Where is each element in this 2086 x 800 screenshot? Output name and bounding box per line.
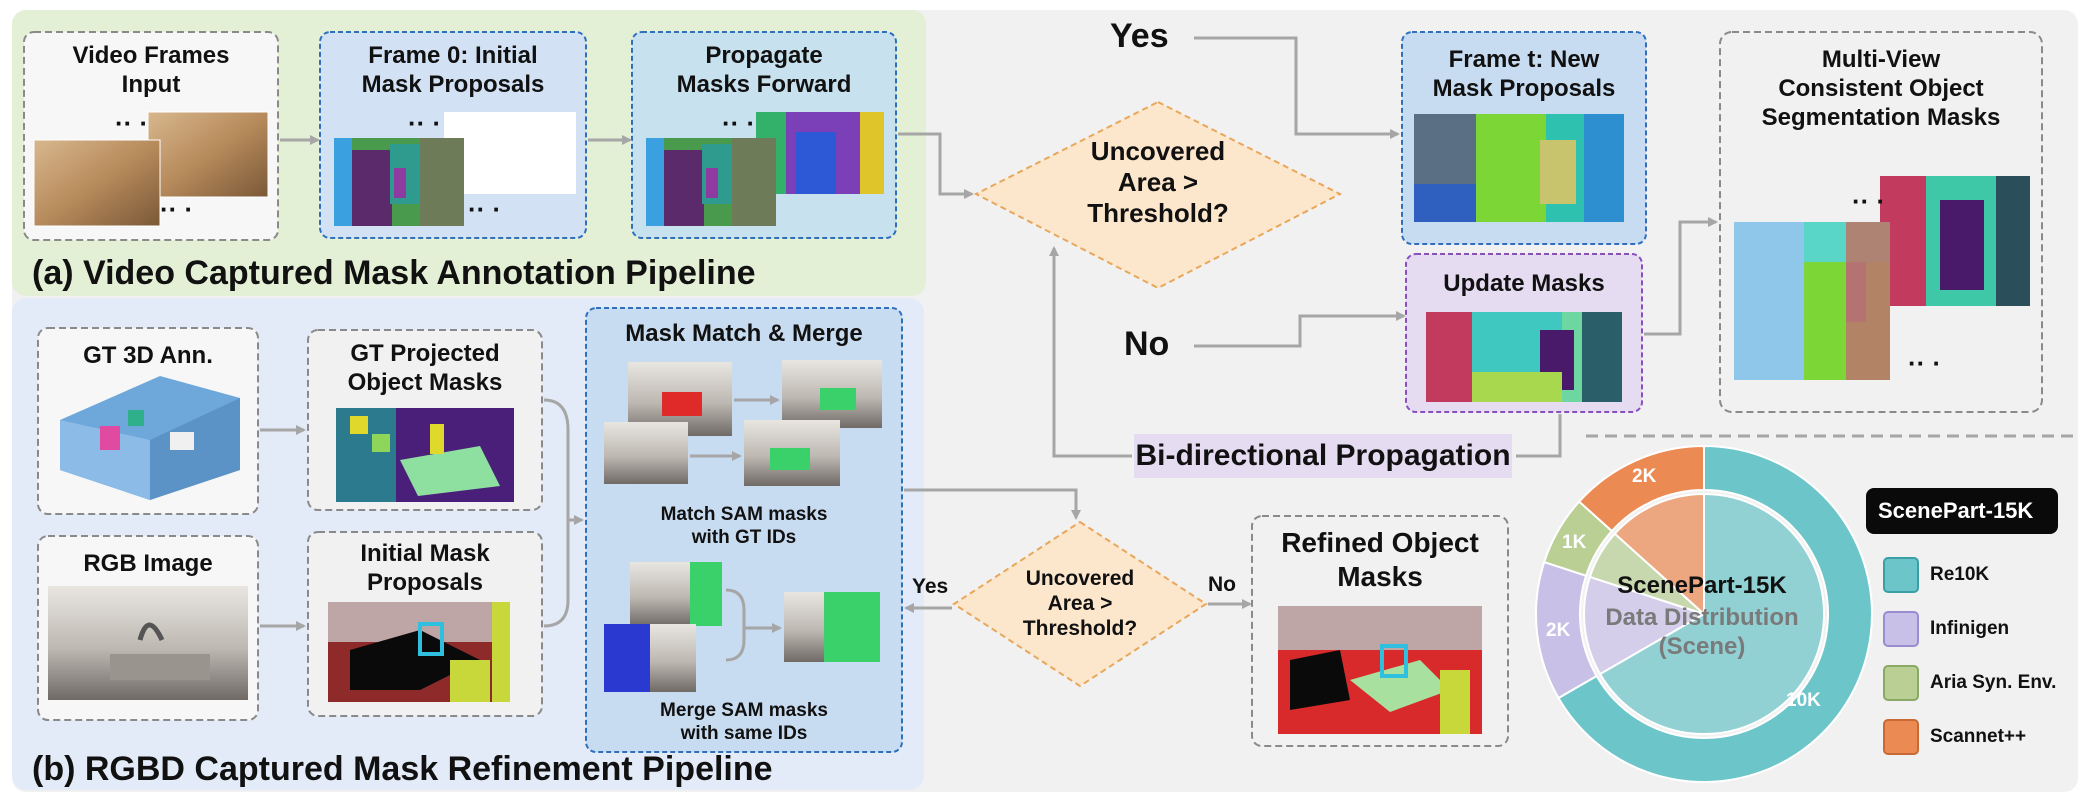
bottom-decision-no: No [1208,573,1236,596]
legend-swatch-aria [1883,665,1919,701]
donut-subtitle: Data Distribution (Scene) [1605,604,1799,660]
multiview-box: ·· · ·· · [1719,31,2043,413]
arrow-yes-to-frame-t [1194,36,1400,139]
video-frames-box: ·· · ·· · [23,31,279,241]
initial-proposals-label: Initial Mask Proposals [360,540,490,596]
gt3d-box [37,327,259,515]
bottom-decision-yes: Yes [912,575,949,598]
svg-text:·· ·: ·· · [722,108,755,138]
svg-text:·· ·: ·· · [1852,186,1885,216]
multiview-mask-thumbnail-back [1880,176,2030,306]
slice-label-aria: 1K [1562,532,1587,553]
match-thumbnails [604,360,882,486]
panel-b-title: (b) RGBD Captured Mask Refinement Pipeli… [32,750,773,788]
arrow-propagate-to-decision [898,132,974,199]
frame0-label: Frame 0: Initial Mask Proposals [361,42,545,98]
svg-text:·· ·: ·· · [115,108,148,138]
initial-proposals-box [307,531,543,717]
frame0-box: ·· · ·· · [319,31,587,239]
refined-label: Refined Object Masks [1281,527,1479,592]
video-frames-label: Video Frames Input [72,42,230,98]
donut-inner-slice-3 [1613,492,1705,617]
legend-swatch-infinigen [1883,611,1919,647]
rgb-image-box [37,535,259,721]
gt-projected-box [307,329,543,511]
legend-title: ScenePart-15K [1878,498,2034,523]
donut-title: ScenePart-15K [1617,572,1787,599]
frame-t-mask-thumbnail [1414,114,1624,222]
legend-title-background [1866,488,2058,534]
frame0-white-placeholder [444,112,576,194]
legend-swatch-scannet [1883,719,1919,755]
gt3d-label: GT 3D Ann. [83,342,213,369]
merge-thumbnails [604,562,880,692]
legend-label-aria: Aria Syn. Env. [1930,672,2057,693]
multiview-label: Multi-View Consistent Object Segmentatio… [1761,46,2001,131]
legend-label-infinigen: Infinigen [1930,618,2010,639]
merge-caption: Merge SAM masks with same IDs [660,700,828,744]
slice-label-scannet: 2K [1546,620,1571,641]
match-merge-title: Mask Match & Merge [625,320,863,347]
legend-label-scannet: Scannet++ [1930,726,2027,747]
legend-label-re10k: Re10K [1930,564,1990,585]
propagate-box: ·· · [631,31,897,239]
gt3d-room-thumbnail [60,376,240,500]
update-masks-label: Update Masks [1443,270,1605,297]
top-decision-diamond [973,100,1343,290]
distribution-donut-chart [1535,444,1873,783]
bottom-decision-label: Uncovered Area > Threshold? [1022,567,1138,641]
panel-a-title: (a) Video Captured Mask Annotation Pipel… [32,254,756,292]
frame-t-box [1401,31,1647,245]
update-masks-box [1405,253,1643,413]
svg-text:·· ·: ·· · [468,194,501,224]
propagate-mask-thumbnail-back [756,112,884,194]
svg-text:·· ·: ·· · [160,194,193,224]
donut-inner-slice-1 [1583,575,1707,676]
arrow-match-merge-to-bottom-decision [904,488,1081,520]
slice-label-re10k: 10K [1786,690,1821,711]
top-decision-yes: Yes [1110,17,1169,55]
gt-projected-thumbnail [336,408,514,502]
gt-projected-label: GT Projected Object Masks [347,340,503,396]
arrow-no-to-update [1194,311,1406,348]
propagate-mask-thumbnail-front [646,138,776,226]
propagate-label: Propagate Masks Forward [676,42,852,98]
refined-masks-thumbnail [1278,606,1482,734]
bracket-into-match-merge [543,398,570,628]
donut-outer-slice-0 [1557,444,1873,783]
update-masks-thumbnail [1426,312,1622,402]
donut-inner-slice-0 [1598,492,1826,735]
rgb-image-label: RGB Image [83,550,213,577]
svg-text:·· ·: ·· · [408,108,441,138]
multiview-mask-thumbnail-front [1734,222,1890,380]
match-merge-box [585,307,903,753]
initial-proposals-thumbnail [328,602,510,702]
refined-masks-box [1251,515,1509,747]
frame-t-label: Frame t: New Mask Proposals [1432,46,1616,102]
svg-text:·· ·: ·· · [1908,348,1941,378]
top-decision-no: No [1124,325,1170,363]
bidirectional-label: Bi-directional Propagation [1135,439,1511,472]
legend-swatch-re10k [1883,557,1919,593]
rgb-kitchen-thumbnail [48,586,248,700]
donut-outer-slice-3 [1577,444,1705,533]
frame0-mask-thumbnail [334,138,464,226]
top-decision-label: Uncovered Area > Threshold? [1087,136,1229,229]
video-frame-thumbnail-back [148,112,268,197]
arrow-update-to-multiview [1644,217,1718,336]
bidirectional-label-background [1134,434,1512,478]
arrow-bidirectional-loop [1054,248,1562,458]
slice-label-infinigen: 2K [1632,466,1657,487]
bottom-decision-diamond [952,520,1208,688]
video-frame-thumbnail-front [34,140,160,226]
match-caption: Match SAM masks with GT IDs [660,504,828,548]
